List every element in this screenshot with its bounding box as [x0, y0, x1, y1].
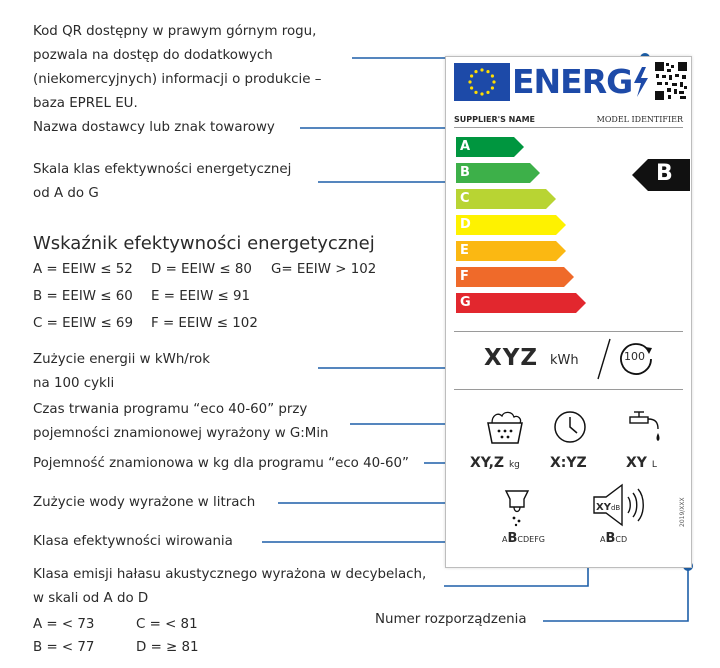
- divider: [454, 389, 683, 390]
- energy-annotation-line: na 100 cykli: [33, 376, 115, 391]
- duration-value: X:YZ: [550, 455, 587, 471]
- spin-drying-icon: [504, 490, 530, 527]
- energy-label: ENERG SUPPLIER'S NAME MODEL IDENTIFIER A…: [445, 56, 692, 568]
- regulation-connector: [543, 566, 689, 622]
- noise-scale-cell: D = ≥ 81: [136, 640, 199, 655]
- energy-annotation: Zużycie energii w kWh/rok na 100 cykli: [33, 348, 210, 396]
- capacity-annotation: Pojemność znamionowa w kg dla programu “…: [33, 456, 409, 471]
- energy-consumption-value: XYZ: [484, 345, 539, 371]
- noise-annotation-line: w skali od A do D: [33, 591, 149, 606]
- laundry-basket-icon: [487, 411, 523, 444]
- water-value: XY L: [626, 455, 657, 471]
- noise-scale-cell: A = < 73: [33, 617, 95, 632]
- divider: [454, 331, 683, 332]
- qr-annotation-line: pozwala na dostęp do dodatkowych: [33, 48, 273, 63]
- qr-code-icon: [654, 61, 688, 101]
- water-annotation: Zużycie wody wyrażone w litrach: [33, 495, 256, 510]
- duration-annotation-line: Czas trwania programu “eco 40-60” przy: [33, 402, 308, 417]
- noise-scale-cell: C = < 81: [136, 617, 198, 632]
- eeiw-cell: A = EEIW ≤ 52: [33, 262, 133, 277]
- qr-annotation-line: baza EPREL EU.: [33, 96, 138, 111]
- scale-annotation-line: Skala klas efektywności energetycznej: [33, 162, 292, 177]
- regulation-annotation: Numer rozporządzenia: [375, 612, 527, 627]
- duration-annotation: Czas trwania programu “eco 40-60” przy p…: [33, 398, 329, 446]
- eeiw-cell: E = EEIW ≤ 91: [151, 289, 251, 304]
- eeiw-cell: F = EEIW ≤ 102: [151, 316, 258, 331]
- lightning-icon: [634, 67, 648, 97]
- eeiw-cell: D = EEIW ≤ 80: [151, 262, 252, 277]
- noise-scale-cell: B = < 77: [33, 640, 95, 655]
- spin-annotation: Klasa efektywności wirowania: [33, 534, 233, 549]
- supplier-name: SUPPLIER'S NAME: [454, 115, 535, 124]
- noise-class-scale: ABCD: [600, 531, 628, 546]
- noise-annotation: Klasa emisji hałasu akustycznego wyrażon…: [33, 563, 426, 611]
- energy-consumption-unit: kWh: [550, 353, 579, 368]
- model-identifier: MODEL IDENTIFIER: [596, 115, 683, 124]
- slash-divider: [597, 338, 611, 380]
- capacity-number: XY,Z: [470, 455, 505, 471]
- cycles-icon: 100: [618, 342, 654, 380]
- water-tap-icon: [629, 411, 660, 441]
- regulation-code: 2019/XXX: [679, 497, 686, 527]
- water-unit: L: [651, 460, 657, 470]
- scale-annotation-line: od A do G: [33, 186, 99, 201]
- noise-speaker-icon: [593, 483, 644, 527]
- eeiw-heading: Wskaźnik efektywności energetycznej: [33, 233, 375, 254]
- supplier-annotation: Nazwa dostawcy lub znak towarowy: [33, 120, 275, 135]
- eeiw-cell: G= EEIW > 102: [271, 262, 377, 277]
- capacity-value: XY,Z kg: [470, 455, 520, 471]
- scale-annotation: Skala klas efektywności energetycznej od…: [33, 158, 291, 206]
- qr-annotation: Kod QR dostępny w prawym górnym rogu, po…: [33, 20, 321, 116]
- energy-annotation-line: Zużycie energii w kWh/rok: [33, 352, 210, 367]
- qr-annotation-line: Kod QR dostępny w prawym górnym rogu,: [33, 24, 317, 39]
- qr-annotation-line: (niekomercyjnych) informacji o produkcie…: [33, 72, 322, 87]
- duration-annotation-line: pojemności znamionowej wyrażony w G:Min: [33, 426, 329, 441]
- noise-value: XYdB: [596, 502, 620, 513]
- capacity-unit: kg: [508, 460, 520, 470]
- divider: [454, 127, 683, 128]
- water-number: XY: [626, 455, 647, 471]
- eeiw-cell: B = EEIW ≤ 60: [33, 289, 133, 304]
- noise-unit: dB: [610, 504, 621, 512]
- current-class-indicator: B: [632, 159, 690, 191]
- energy-wordmark: ENERG: [512, 62, 633, 101]
- noise-number: XY: [596, 502, 611, 513]
- noise-annotation-line: Klasa emisji hałasu akustycznego wyrażon…: [33, 567, 427, 582]
- spin-class-scale: ABCDEFG: [502, 531, 546, 546]
- eeiw-cell: C = EEIW ≤ 69: [33, 316, 133, 331]
- clock-icon: [554, 411, 586, 443]
- eu-flag-icon: [454, 63, 510, 101]
